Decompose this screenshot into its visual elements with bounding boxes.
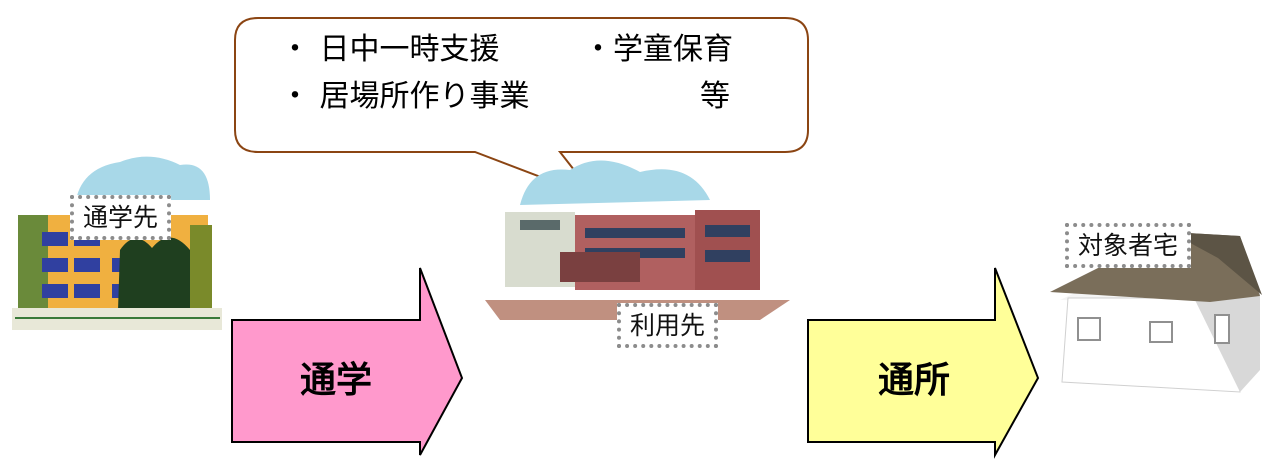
arrow-label-school-commute: 通学 [300,360,373,401]
arrow-label-facility-commute: 通所 [878,360,951,401]
bubble-item-afterschool-care: ・学童保育 [583,32,733,67]
label-school: 通学先 [70,195,172,240]
bubble-item-place-making: ・ 居場所作り事業 [280,79,530,114]
label-home: 対象者宅 [1065,223,1192,268]
label-facility: 利用先 [617,303,719,348]
arrow-to-facility [807,267,1040,459]
bubble-item-day-support: ・ 日中一時支援 [280,32,500,67]
arrow-to-school [231,267,464,456]
facility-building-image [485,160,790,320]
school-building-image [12,156,222,330]
bubble-item-etc: 等 [700,79,730,114]
